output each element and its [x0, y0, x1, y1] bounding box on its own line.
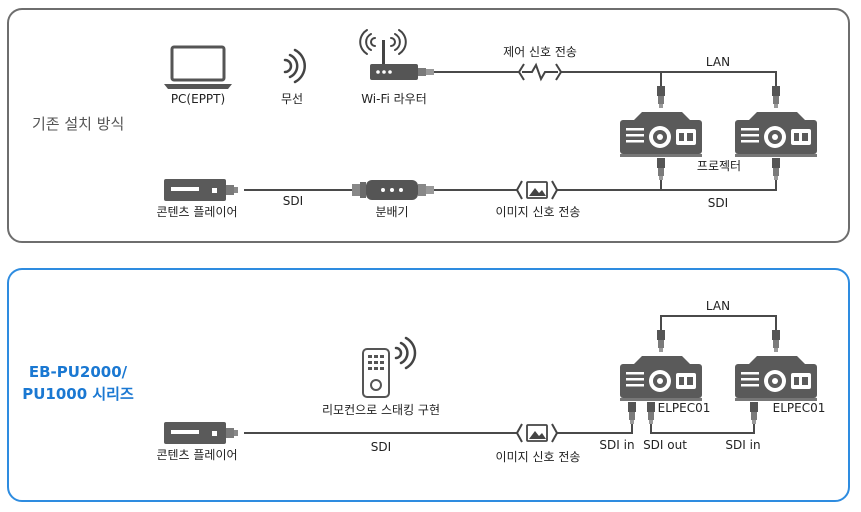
- remote-control-icon: [362, 336, 417, 398]
- laptop-icon: [164, 45, 232, 89]
- sdi-line-3: [556, 180, 777, 191]
- sdi-out-label: SDI out: [643, 438, 687, 452]
- elpec-label-1: ELPEC01: [658, 401, 711, 415]
- sdi-label-2: SDI: [708, 196, 728, 210]
- elpec-label-2: ELPEC01: [773, 401, 826, 415]
- image-signal-icon: [515, 180, 559, 200]
- lan-label-top: LAN: [706, 55, 730, 69]
- content-player-label: 콘텐츠 플레이어: [156, 205, 237, 219]
- image-signal-label-bottom: 이미지 신호 전송: [496, 450, 581, 464]
- sdi-label: SDI: [283, 194, 303, 208]
- control-signal-icon: [517, 62, 563, 82]
- image-signal-icon: [515, 423, 559, 443]
- image-signal-label: 이미지 신호 전송: [496, 205, 581, 219]
- lan-line-2: [560, 71, 777, 86]
- wireless-label: 무선: [281, 92, 303, 106]
- legacy-title: 기존 설치 방식: [32, 115, 124, 133]
- sdi-in-label-2: SDI in: [725, 438, 760, 452]
- series-title-line2: PU1000 시리즈: [22, 385, 134, 403]
- sdi-line-bottom-3: [650, 424, 755, 434]
- wifi-router-icon: [359, 29, 434, 80]
- pc-label: PC(EPPT): [171, 92, 225, 106]
- wireless-icon: [283, 48, 306, 84]
- series-title-line1: EB-PU2000/: [29, 363, 128, 381]
- sdi-in-label-1: SDI in: [599, 438, 634, 452]
- router-label: Wi-Fi 라우터: [361, 92, 427, 106]
- control-signal-label: 제어 신호 전송: [503, 45, 577, 59]
- lan-label-bottom: LAN: [706, 299, 730, 313]
- splitter-icon: [352, 180, 434, 200]
- remote-label: 리모컨으로 스태킹 구현: [322, 403, 440, 417]
- content-player-label-bottom: 콘텐츠 플레이어: [156, 448, 237, 462]
- sdi-label-bottom: SDI: [371, 440, 391, 454]
- splitter-label: 분배기: [375, 205, 408, 219]
- sdi-line-bottom-2: [556, 424, 633, 434]
- projector-label: 프로젝터: [697, 159, 741, 173]
- lan-line-bottom: [660, 315, 777, 336]
